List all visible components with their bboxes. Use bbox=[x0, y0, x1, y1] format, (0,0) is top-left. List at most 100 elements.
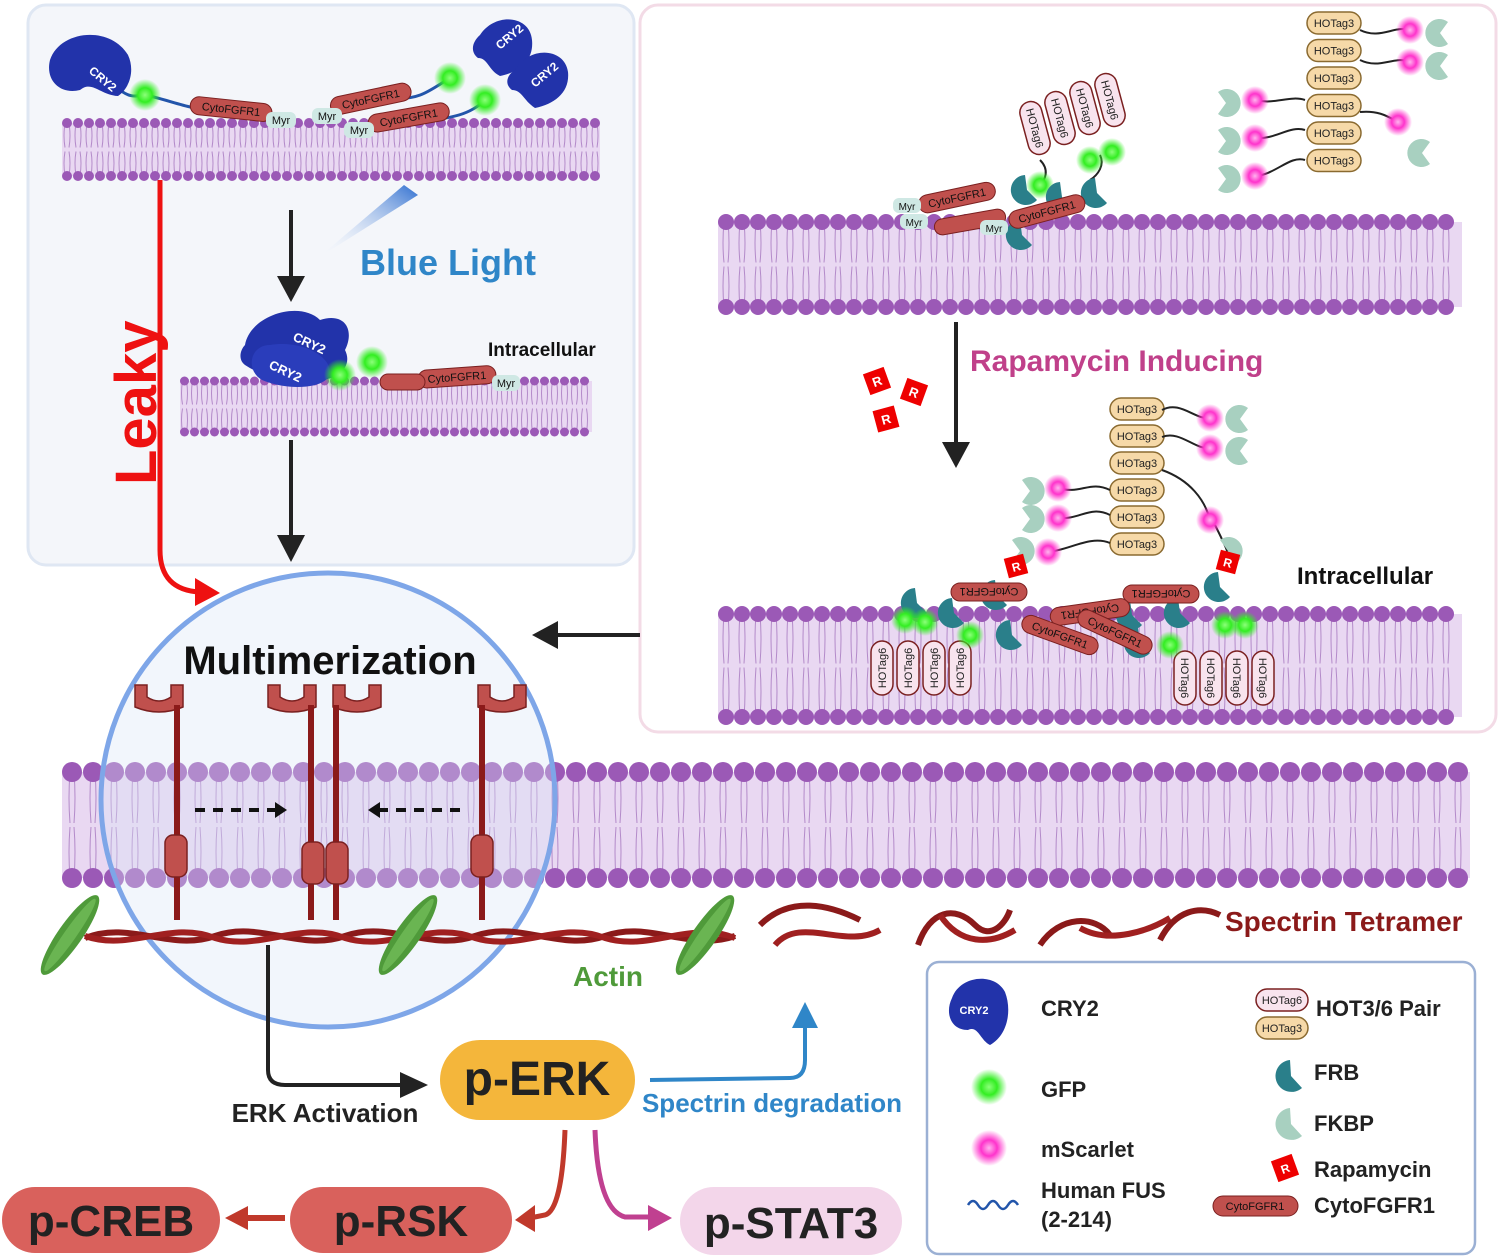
legend-gfp-label: GFP bbox=[1041, 1077, 1086, 1102]
myr-text: Myr bbox=[906, 218, 923, 229]
membrane-cry2-top bbox=[62, 118, 600, 181]
membrane-hotag-top bbox=[718, 214, 1462, 315]
panel2-intracellular-label: Intracellular bbox=[1297, 563, 1433, 590]
rapamycin-bound: R R bbox=[1003, 549, 1241, 579]
hotag6-pill-text: HOTag6 bbox=[877, 648, 889, 688]
legend-fus-label-2: (2-214) bbox=[1041, 1207, 1112, 1232]
legend-hot-pair-label: HOT3/6 Pair bbox=[1316, 996, 1441, 1021]
hotag-pill-text: HOTag3 bbox=[1314, 128, 1354, 140]
hotag-pill-text: HOTag3 bbox=[1314, 73, 1354, 85]
fgfr-text: CytoFGFR1 bbox=[960, 585, 1019, 597]
myr-text: Myr bbox=[318, 111, 337, 123]
legend-fgfr-text: CytoFGFR1 bbox=[1226, 1201, 1285, 1213]
legend-rapamycin-icon bbox=[1270, 1153, 1300, 1183]
hotag-pill bbox=[1306, 38, 1362, 63]
fgfr-text: CytoFGFR1 bbox=[1132, 587, 1191, 599]
hotag6-pill-text: HOTag6 bbox=[929, 648, 941, 688]
hotag6-pill: HOTag6 bbox=[1173, 650, 1197, 706]
hotag-pill bbox=[1306, 66, 1362, 90]
myr-tag-2: Myr bbox=[312, 108, 342, 124]
p-creb-node bbox=[2, 1187, 220, 1253]
legend-hotag3-icon bbox=[1255, 1016, 1309, 1040]
p-rsk-node bbox=[290, 1187, 512, 1253]
legend-hotag6-text: HOTag6 bbox=[1262, 995, 1302, 1007]
hotag6-pill: HOTag6 bbox=[1199, 650, 1223, 706]
fgfr-tag-1: CytoFGFR1 bbox=[189, 96, 273, 122]
p-stat3-label: p-STAT3 bbox=[704, 1199, 878, 1248]
spectrin-degradation-arrow bbox=[649, 1025, 807, 1082]
fgfr-receptors bbox=[134, 684, 527, 920]
gfp-3 bbox=[469, 84, 501, 116]
hotag6-group-bottom-left: HOTag6 HOTag6 HOTag6 HOTag6 bbox=[870, 640, 972, 696]
hotag-pill-text: HOTag3 bbox=[1314, 101, 1354, 113]
hotag6-pill-text: HOTag6 bbox=[1230, 658, 1242, 698]
fgfr-text: CytoFGFR1 bbox=[427, 370, 486, 386]
cry2-shape-3 bbox=[507, 52, 569, 108]
panel-hotag-frame bbox=[638, 3, 1498, 734]
erk-activation-label: ERK Activation bbox=[232, 1098, 419, 1128]
p-erk-node bbox=[440, 1040, 635, 1120]
hotag-pill bbox=[1109, 505, 1165, 529]
fkbp-mscarlet-bottom bbox=[1012, 404, 1248, 566]
legend-hotag3-text: HOTag3 bbox=[1262, 1023, 1302, 1035]
gfp-bottom bbox=[891, 606, 1259, 659]
fgfr-tag-5 bbox=[379, 373, 426, 391]
hotag-pill-text: HOTag3 bbox=[1117, 512, 1157, 524]
gfp-2 bbox=[434, 62, 466, 94]
blue-light-label: Blue Light bbox=[360, 242, 536, 283]
spectrin-label: Spectrin Tetramer bbox=[1225, 906, 1463, 937]
legend-fkbp-label: FKBP bbox=[1314, 1111, 1374, 1136]
rapamycin-r: R bbox=[1010, 559, 1022, 575]
legend-frb-label: FRB bbox=[1314, 1060, 1359, 1085]
legend-mscarlet-label: mScarlet bbox=[1041, 1137, 1135, 1162]
hotag-pill bbox=[1306, 11, 1362, 35]
erk-activation-arrow bbox=[266, 945, 400, 1087]
rapamycin-inducing-label: Rapamycin Inducing bbox=[970, 345, 1263, 378]
hotag-pill bbox=[1109, 532, 1165, 556]
legend: CRY2 CRY2 GFP mScarlet Human FUS (2-214)… bbox=[925, 960, 1477, 1256]
hotag-pill-text: HOTag3 bbox=[1117, 431, 1157, 443]
p-rsk-label: p-RSK bbox=[334, 1197, 469, 1246]
multimerization-label: Multimerization bbox=[183, 639, 476, 683]
p-stat3-node bbox=[680, 1187, 902, 1255]
legend-rapamycin-label: Rapamycin bbox=[1314, 1157, 1431, 1182]
gfp-5 bbox=[356, 346, 388, 378]
hotag6-pill: HOTag6 bbox=[1044, 90, 1076, 146]
hotag-pill-text: HOTag3 bbox=[1117, 458, 1157, 470]
legend-hotag6-icon bbox=[1255, 988, 1309, 1012]
leaky-label: Leaky bbox=[104, 321, 169, 485]
hotag-pill-text: HOTag3 bbox=[1117, 485, 1157, 497]
hotag-pill-text: HOTag3 bbox=[1314, 18, 1354, 30]
hotag-pill-text: HOTag3 bbox=[1314, 46, 1354, 58]
myr-text: Myr bbox=[986, 224, 1003, 235]
hotag6-pill: HOTag6 bbox=[896, 640, 920, 696]
hotag6-pill-text: HOTag6 bbox=[955, 648, 967, 688]
hotag6-pill: HOTag6 bbox=[1225, 650, 1249, 706]
hotag6-pill: HOTag6 bbox=[1019, 100, 1051, 156]
myr-tag-1: Myr bbox=[266, 112, 296, 128]
legend-cry2-label: CRY2 bbox=[1041, 996, 1099, 1021]
hotag-pill-text: HOTag3 bbox=[1314, 156, 1354, 168]
legend-fgfr-icon bbox=[1212, 1195, 1299, 1217]
receptor-4 bbox=[470, 684, 527, 920]
hotag-pill bbox=[1306, 148, 1362, 173]
legend-frb-icon bbox=[1275, 1060, 1302, 1092]
receptor-1 bbox=[134, 684, 188, 920]
fgfr-cluster-bottom: CytoFGFR1 CytoFGFR1 CytoFGFR1 CytoFGFR1 … bbox=[950, 582, 1200, 656]
hotag6-pill: HOTag6 bbox=[870, 640, 894, 696]
hotag-pill bbox=[1306, 121, 1362, 145]
legend-fus-label-1: Human FUS bbox=[1041, 1178, 1166, 1203]
gfp-4 bbox=[324, 359, 356, 391]
actin-filaments bbox=[40, 895, 735, 975]
cry2-cluster bbox=[240, 310, 349, 387]
hotag6-pill-text: HOTag6 bbox=[1178, 658, 1190, 698]
hotag6-pill: HOTag6 bbox=[922, 640, 946, 696]
p-erk-label: p-ERK bbox=[464, 1053, 611, 1106]
legend-cytofgfr1-label: CytoFGFR1 bbox=[1314, 1193, 1435, 1218]
receptor-3 bbox=[325, 684, 382, 920]
arrow-to-p-stat3 bbox=[592, 1129, 650, 1220]
hotag6-pill: HOTag6 bbox=[1069, 80, 1101, 136]
actin-label: Actin bbox=[573, 961, 643, 992]
legend-mscarlet-icon bbox=[971, 1130, 1007, 1166]
